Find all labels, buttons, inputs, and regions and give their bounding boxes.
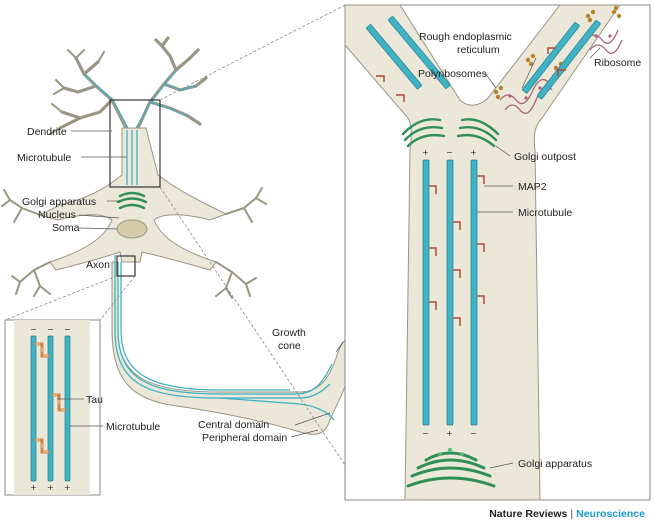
golgi-outposts [401,118,500,148]
label-polyribosomes: Polyribosomes [418,68,487,80]
label-axon: Axon [86,259,110,271]
axon-inset: − − − + + + [4,319,101,496]
axon-and-growth-cone [111,261,359,435]
dendrite-main-microtubules [422,159,478,426]
label-golgi-apparatus-right: Golgi apparatus [518,458,592,470]
soma-golgi [116,191,148,210]
branch-map2 [376,47,566,102]
label-nucleus: Nucleus [38,209,76,221]
label-ribosome: Ribosome [594,57,641,69]
journal-credit: Nature Reviews|Neuroscience [0,508,645,520]
label-microtubule-axon: Microtubule [106,421,160,433]
axon-minus-1: − [30,325,37,334]
label-golgi-apparatus-left: Golgi apparatus [22,196,96,208]
branch-microtubules [366,16,601,100]
axon-microtubules [114,255,335,421]
apical-dendrite-branches [49,36,208,135]
dendrite-microtubule-tracks [84,69,196,129]
axon-plus-2: + [47,483,54,492]
label-rer-2: reticulum [457,44,500,56]
leader-lines [57,47,601,469]
label-tau: Tau [86,394,103,406]
mt2-plus-bottom: + [446,429,453,438]
dendrite-inset: + − + − + − [344,4,651,501]
label-dendrite: Dendrite [27,126,67,138]
label-golgi-outpost: Golgi outpost [514,151,576,163]
tau-dots [36,342,65,454]
basal-dendrite-branches [1,187,267,299]
axon-minus-2: − [47,325,54,334]
label-peripheral-domain: Peripheral domain [202,432,287,444]
mt2-minus-top: − [446,148,453,157]
golgi-vesicles [438,447,464,456]
mt1-plus-top: + [422,148,429,157]
polyribosome-clusters [493,5,622,100]
axon-plus-3: + [64,483,71,492]
label-microtubule-top: Microtubule [17,152,71,164]
mt1-minus-bottom: − [422,429,429,438]
map2-proteins [429,175,485,326]
journal-name: Nature Reviews [489,508,568,520]
nucleus-shape [116,219,148,239]
journal-section: Neuroscience [576,508,645,520]
axon-zoom-box [116,255,136,277]
dendrite-zoom-box [109,99,161,188]
dendrite-golgi-apparatus [406,451,496,488]
mt3-minus-bottom: − [470,429,477,438]
zoom-projection-lines [4,4,346,466]
label-growth-cone-1: Growth [272,327,306,339]
label-map2: MAP2 [518,181,547,193]
label-soma: Soma [52,222,80,234]
label-microtubule-dendrite: Microtubule [518,207,572,219]
axon-minus-3: − [64,325,71,334]
neuron-overview [1,36,359,435]
axon-plus-1: + [30,483,37,492]
axon-inset-microtubules [30,335,71,482]
label-rer-1: Rough endoplasmic [419,31,512,43]
trunk-microtubules [126,130,138,185]
credit-separator: | [570,508,574,520]
mt3-plus-top: + [470,148,477,157]
label-central-domain: Central domain [198,419,269,431]
label-growth-cone-2: cone [278,340,301,352]
ribosome-dots [508,34,612,100]
